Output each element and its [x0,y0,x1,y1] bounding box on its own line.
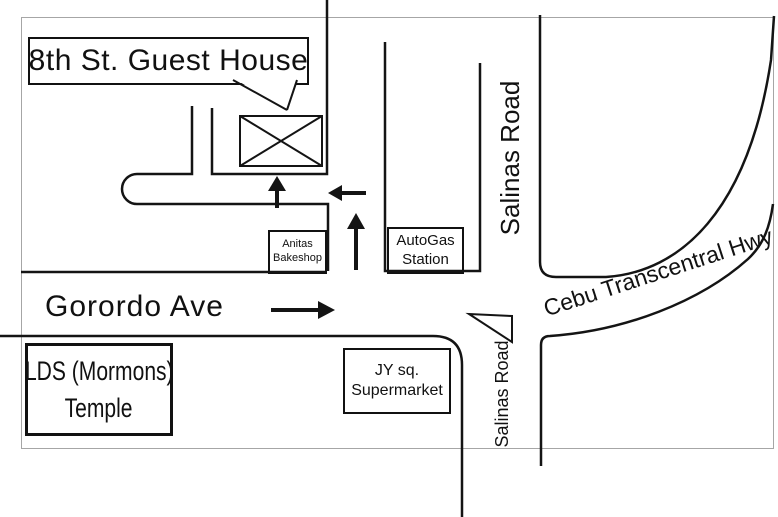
gorordo-ave-label: Gorordo Ave [45,290,224,323]
salinas-road-upper-label: Salinas Road [494,80,525,236]
anitas-line2: Bakeshop [273,252,322,264]
autogas-line1: AutoGas [396,231,455,249]
salinas-road-lower-label: Salinas Road [491,340,512,448]
guesthouse-callout: 8th St. Guest House [28,37,309,85]
lds-line2: Temple [65,392,133,423]
jy-supermarket-box: JY sq. Supermarket [343,348,451,414]
jy-line2: Supermarket [351,382,443,399]
autogas-station-box: AutoGas Station [387,227,464,274]
anitas-bakeshop-box: Anitas Bakeshop [268,230,327,274]
lds-temple-box: LDS (Mormons) Temple [25,343,173,436]
autogas-line2: Station [402,250,449,268]
anitas-line1: Anitas [282,238,313,251]
lds-line1: LDS (Mormons) [24,356,174,387]
jy-line1: JY sq. [374,362,420,379]
